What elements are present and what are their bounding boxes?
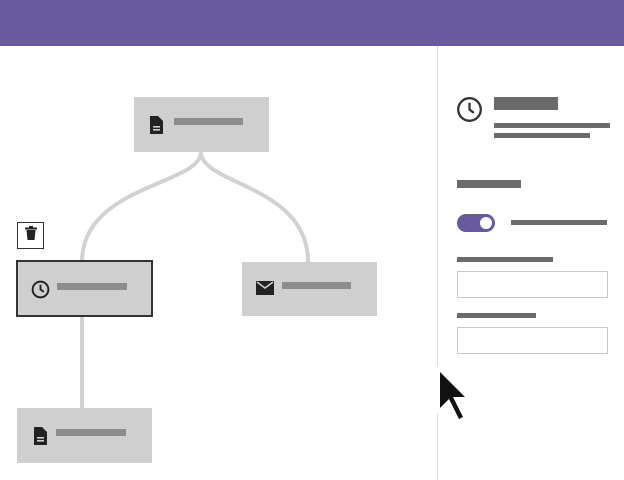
panel-description-placeholder: [494, 133, 590, 138]
node-clock[interactable]: [16, 260, 153, 317]
document-icon: [148, 116, 164, 134]
delete-node-button[interactable]: [17, 222, 44, 249]
node-label-placeholder: [174, 118, 243, 125]
document-icon: [32, 427, 48, 445]
clock-icon: [456, 96, 483, 128]
mail-icon: [256, 281, 274, 295]
panel-section-heading-placeholder: [457, 180, 521, 188]
clock-icon: [31, 280, 50, 299]
node-document-bottom[interactable]: [17, 408, 152, 463]
field-label-placeholder: [457, 257, 553, 262]
properties-panel: [437, 46, 624, 480]
panel-field-1[interactable]: [457, 271, 608, 298]
trash-icon: [24, 226, 37, 245]
panel-title-placeholder: [494, 97, 558, 110]
toggle-knob: [480, 217, 492, 229]
node-label-placeholder: [56, 429, 126, 436]
node-label-placeholder: [282, 282, 351, 289]
field-label-placeholder: [457, 313, 536, 318]
panel-description-placeholder: [494, 123, 610, 128]
panel-toggle[interactable]: [457, 214, 495, 232]
top-bar: [0, 0, 624, 46]
toggle-label-placeholder: [511, 220, 607, 225]
node-document-top[interactable]: [134, 97, 269, 152]
panel-field-2[interactable]: [457, 327, 608, 354]
node-label-placeholder: [57, 283, 127, 290]
pointer-cursor: [437, 366, 472, 424]
node-email[interactable]: [242, 262, 377, 316]
